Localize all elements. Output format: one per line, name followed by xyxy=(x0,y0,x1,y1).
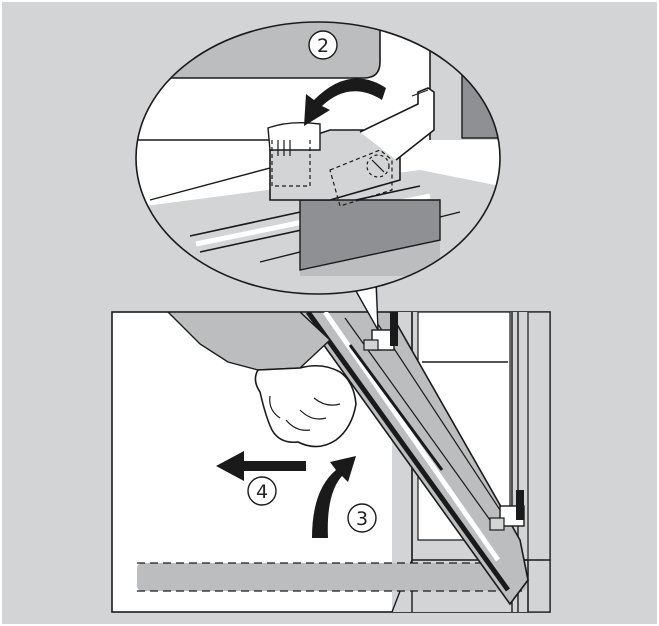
detail-hinge-lever xyxy=(359,87,435,161)
detail-hinge-block xyxy=(267,121,401,207)
step-2-label: 2 xyxy=(317,35,329,57)
upper-hinge xyxy=(363,312,398,351)
oven-scene: 4 3 xyxy=(111,311,551,613)
lower-hinge xyxy=(489,490,525,531)
bottom-tray xyxy=(137,563,527,591)
detail-rail-shadow xyxy=(299,199,441,271)
oven-door xyxy=(299,312,529,606)
magnifier-outline xyxy=(135,21,501,295)
step-4-circle xyxy=(247,476,277,506)
step-2-circle xyxy=(308,30,338,60)
rotate-lever-arrow-icon xyxy=(304,78,386,126)
lift-up-arrow-icon xyxy=(312,456,356,538)
door-glass-edge xyxy=(305,312,511,592)
step-4-label: 4 xyxy=(256,481,268,503)
pull-left-arrow-icon xyxy=(216,451,306,481)
oven-side-frame xyxy=(527,312,550,612)
hand xyxy=(254,364,357,448)
step-3-circle xyxy=(347,503,377,533)
step-3-label: 3 xyxy=(356,508,368,530)
